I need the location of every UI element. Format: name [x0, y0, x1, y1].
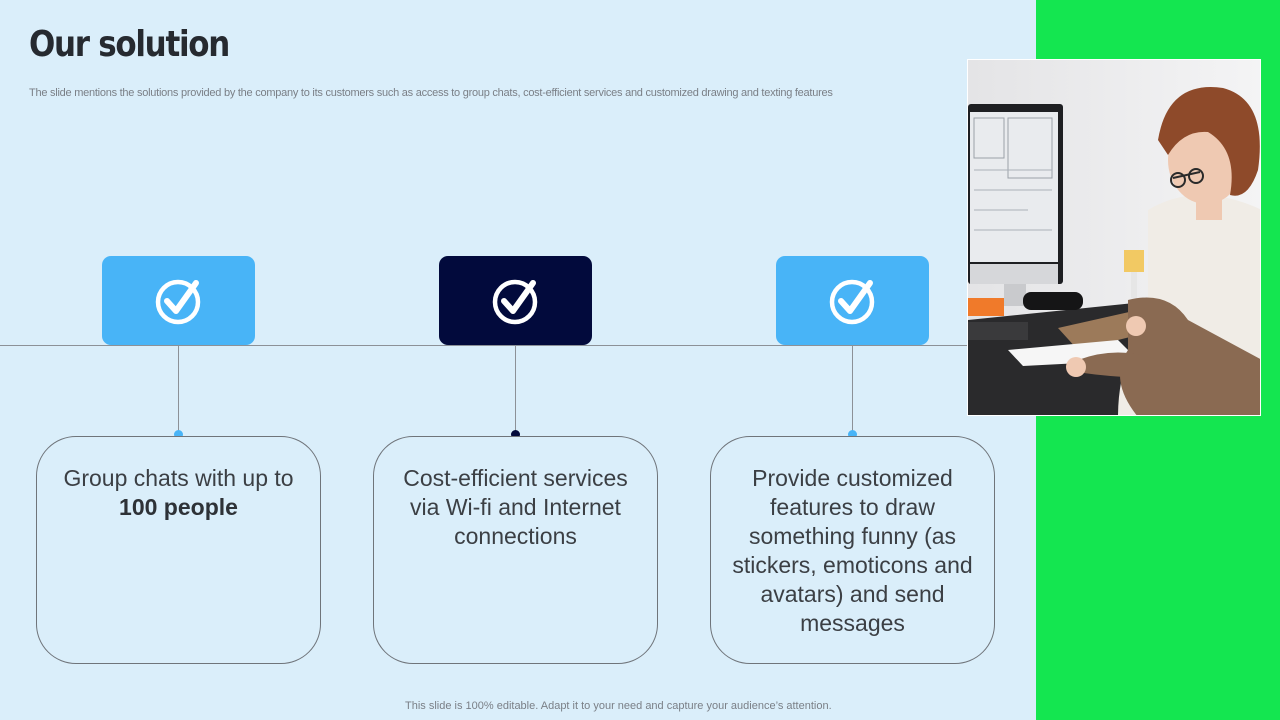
- check-circle-icon: [492, 279, 537, 324]
- solution-3-dot: [848, 430, 857, 439]
- solution-1-card: Group chats with up to 100 people: [36, 436, 321, 664]
- woman-working-at-desk-photo: [967, 59, 1261, 416]
- check-circle-icon: [155, 279, 200, 324]
- check-circle-icon: [829, 279, 874, 324]
- footer-text: This slide is 100% editable. Adapt it to…: [405, 700, 832, 712]
- solution-1-icon-box: [102, 256, 255, 345]
- slide-subtitle: The slide mentions the solutions provide…: [29, 87, 833, 99]
- solution-2-text: Cost-efficient services via Wi-fi and In…: [403, 465, 628, 549]
- solution-1-connector: [178, 346, 179, 434]
- solution-2-card: Cost-efficient services via Wi-fi and In…: [373, 436, 658, 664]
- solution-2-connector: [515, 346, 516, 434]
- office-scene-illustration: [968, 60, 1260, 415]
- solution-1-dot: [174, 430, 183, 439]
- solution-3-icon-box: [776, 256, 929, 345]
- timeline-line: [0, 345, 968, 346]
- solution-1-text: Group chats with up to: [63, 465, 294, 491]
- solution-1-highlight: 100 people: [119, 494, 238, 520]
- solution-2-dot: [511, 430, 520, 439]
- solution-2-icon-box: [439, 256, 592, 345]
- solution-3-connector: [852, 346, 853, 434]
- solution-3-card: Provide customized features to draw some…: [710, 436, 995, 664]
- solution-3-text: Provide customized features to draw some…: [732, 465, 973, 636]
- slide-title: Our solution: [29, 24, 230, 65]
